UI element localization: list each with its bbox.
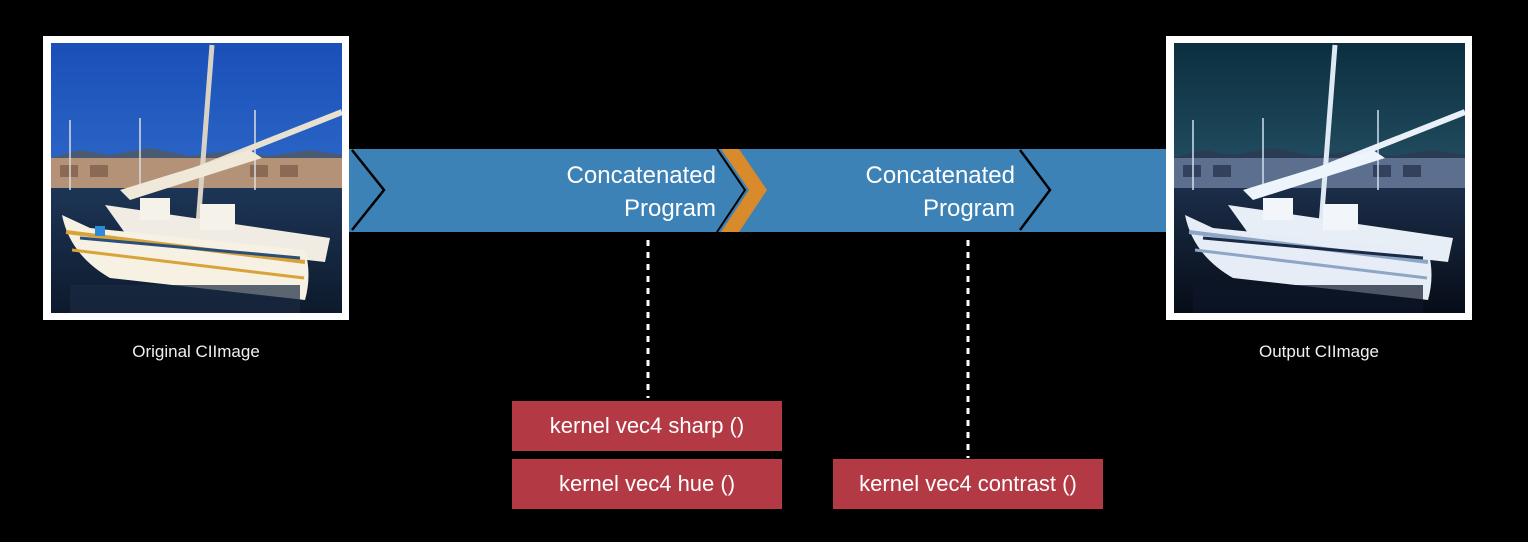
chevron-icon	[351, 149, 386, 231]
kernel-box-contrast: kernel vec4 contrast ()	[833, 459, 1103, 509]
program-label-line1: Concatenated	[865, 162, 1015, 189]
kernel-box-hue: kernel vec4 hue ()	[512, 459, 782, 509]
chevron-icon	[1019, 149, 1052, 231]
program-label-1: Concatenated Program	[496, 159, 716, 225]
program-label-line2: Program	[922, 195, 1015, 222]
original-image-caption: Original CIImage	[132, 342, 260, 361]
program-label-2: Concatenated Program	[795, 159, 1015, 225]
kernel-box-sharp: kernel vec4 sharp ()	[512, 401, 782, 451]
original-image	[43, 36, 349, 320]
program-label-line2: Program	[623, 195, 716, 222]
output-image-caption: Output CIImage	[1258, 342, 1379, 361]
output-image	[1166, 36, 1472, 320]
chevron-accent-icon	[716, 148, 767, 233]
program-label-line1: Concatenated	[566, 162, 716, 189]
